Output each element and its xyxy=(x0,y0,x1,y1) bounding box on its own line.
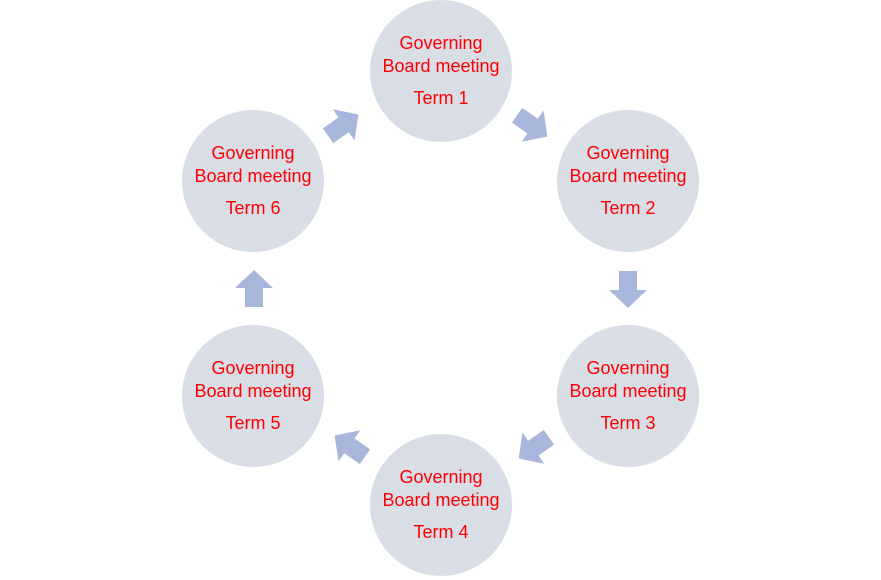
block-arrow-icon xyxy=(518,429,555,464)
node-term-label: Term 4 xyxy=(413,522,469,542)
block-arrow-icon xyxy=(609,271,647,308)
block-arrow-icon xyxy=(322,109,359,144)
node-term-label: Term 5 xyxy=(225,413,281,433)
node-title: Governing Board meeting xyxy=(194,143,312,186)
node-term-6: Governing Board meeting Term 6 xyxy=(182,110,324,252)
node-term-1: Governing Board meeting Term 1 xyxy=(370,0,512,142)
node-term-label: Term 2 xyxy=(600,198,656,218)
node-title: Governing Board meeting xyxy=(382,467,500,510)
node-term-4: Governing Board meeting Term 4 xyxy=(370,434,512,576)
block-arrow-icon xyxy=(511,107,548,142)
node-term-2: Governing Board meeting Term 2 xyxy=(557,110,699,252)
block-arrow-icon xyxy=(334,430,371,465)
node-title: Governing Board meeting xyxy=(194,358,312,401)
block-arrow-icon xyxy=(235,270,273,307)
node-term-label: Term 6 xyxy=(225,198,281,218)
node-title: Governing Board meeting xyxy=(569,143,687,186)
node-title: Governing Board meeting xyxy=(569,358,687,401)
node-term-label: Term 1 xyxy=(413,88,469,108)
node-title: Governing Board meeting xyxy=(382,33,500,76)
node-term-3: Governing Board meeting Term 3 xyxy=(557,325,699,467)
node-term-5: Governing Board meeting Term 5 xyxy=(182,325,324,467)
node-term-label: Term 3 xyxy=(600,413,656,433)
